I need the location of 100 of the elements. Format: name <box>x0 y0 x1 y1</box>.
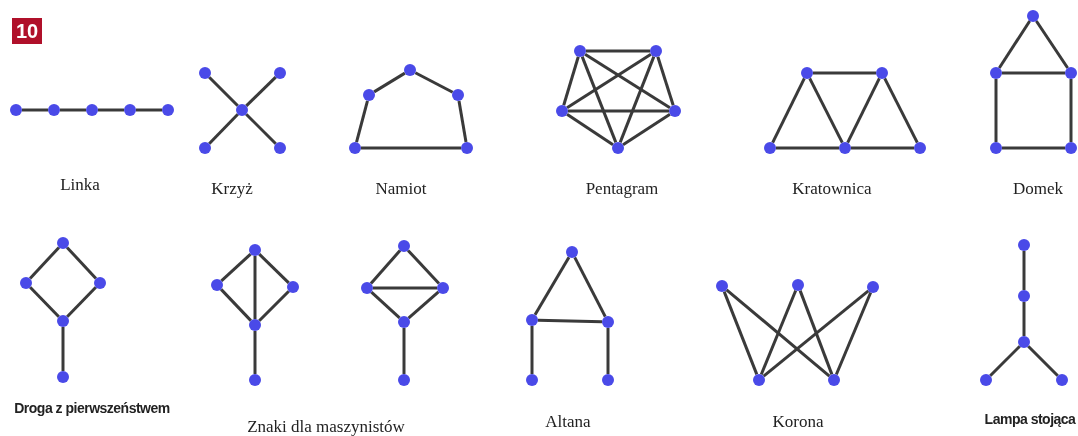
graph-caption: Znaki dla maszynistów <box>247 416 405 436</box>
graph-edge <box>253 331 257 374</box>
graph-vertex <box>57 237 69 249</box>
graph-edge <box>537 318 603 324</box>
graph-vertex <box>363 89 375 101</box>
graph-edge <box>776 146 839 150</box>
graph-vertex <box>10 104 22 116</box>
graph-vertex <box>211 279 223 291</box>
graph-edge <box>851 146 914 150</box>
graph-vertex <box>1018 290 1030 302</box>
graph-vertex <box>574 45 586 57</box>
graph-vertex <box>57 315 69 327</box>
graph-edge <box>1022 302 1026 336</box>
graph-edge <box>771 77 806 144</box>
graph-vertex <box>199 67 211 79</box>
graph-edge <box>258 290 290 322</box>
graph-edge <box>61 327 65 371</box>
graph-edge <box>1002 146 1065 150</box>
graph-edge <box>220 252 252 283</box>
graph-edge <box>606 328 610 374</box>
graph-edge <box>722 291 759 375</box>
graph-edge <box>370 290 401 320</box>
graph-vertex <box>274 142 286 154</box>
graph-caption: Domek <box>1013 178 1063 200</box>
graph-vertex <box>404 64 416 76</box>
graph-vertex <box>716 280 728 292</box>
graph-vertex <box>556 105 568 117</box>
graph-edge <box>457 100 468 143</box>
graph-vertex <box>249 374 261 386</box>
graph-edge <box>798 290 834 375</box>
graph-edge <box>355 100 369 143</box>
graph-caption: Krzyż <box>211 178 253 200</box>
graph-caption: Lampa stojąca <box>984 410 1076 429</box>
graph-vertex <box>162 104 174 116</box>
graph-edge <box>533 256 571 316</box>
graph-vertex <box>398 240 410 252</box>
graph-edge <box>361 146 461 150</box>
graph-vertex <box>199 142 211 154</box>
graph-vertex <box>828 374 840 386</box>
graph-vertex <box>461 142 473 154</box>
graph-edge <box>208 76 239 107</box>
graph-vertex <box>20 277 32 289</box>
graph-vertex <box>801 67 813 79</box>
graph-edge <box>568 109 669 113</box>
graph-vertex <box>398 374 410 386</box>
graph-caption: Namiot <box>375 178 427 200</box>
graph-vertex <box>1018 336 1030 348</box>
graph-vertex <box>48 104 60 116</box>
graph-edge <box>622 113 671 146</box>
graph-vertex <box>764 142 776 154</box>
graph-vertex <box>876 67 888 79</box>
graph-vertex <box>526 314 538 326</box>
graph-vertex <box>57 371 69 383</box>
graph-vertex <box>1027 10 1039 22</box>
graph-vertex <box>452 89 464 101</box>
graph-vertex <box>274 67 286 79</box>
graph-edge <box>29 286 60 318</box>
graph-vertex <box>839 142 851 154</box>
graph-vertex <box>914 142 926 154</box>
graph-vertex <box>792 279 804 291</box>
graph-edge <box>1027 345 1059 377</box>
graph-edge <box>1022 251 1026 290</box>
graph-edge <box>66 286 97 318</box>
graph-edge <box>253 256 257 319</box>
graph-caption: Altana <box>545 411 591 433</box>
graph-edge <box>566 113 614 146</box>
graph-vertex <box>990 67 1002 79</box>
graph-edge <box>762 289 870 378</box>
graph-edge <box>834 291 873 376</box>
graph-caption: Droga z pierwszeństwem <box>14 399 170 418</box>
graph-edge <box>407 249 440 285</box>
graph-vertex <box>669 105 681 117</box>
number-badge: 10 <box>12 18 43 44</box>
graph-edge <box>580 56 618 143</box>
graph-vertex <box>650 45 662 57</box>
graph-vertex <box>361 282 373 294</box>
graph-vertex <box>526 374 538 386</box>
graph-vertex <box>86 104 98 116</box>
graph-edge <box>562 56 580 106</box>
graph-edge <box>245 76 277 107</box>
graph-edge <box>373 286 437 290</box>
graph-edge <box>989 345 1021 377</box>
graph-vertex <box>753 374 765 386</box>
graph-caption: Linka <box>60 174 100 196</box>
graph-edge <box>1069 79 1073 142</box>
graph-vertex <box>566 246 578 258</box>
graph-edge <box>584 52 671 110</box>
graph-edge <box>373 71 406 94</box>
graph-edge <box>808 77 844 144</box>
graph-vertex <box>1056 374 1068 386</box>
graph-edge <box>402 328 406 374</box>
graph-edge <box>566 52 652 110</box>
graph-vertex <box>287 281 299 293</box>
graph-edge <box>22 108 48 112</box>
graph-caption: Pentagram <box>585 178 659 200</box>
graph-edge <box>208 113 239 145</box>
graph-edge <box>98 108 124 112</box>
graph-edge <box>586 49 650 53</box>
graph-edge <box>60 108 86 112</box>
graph-edge <box>369 249 402 285</box>
